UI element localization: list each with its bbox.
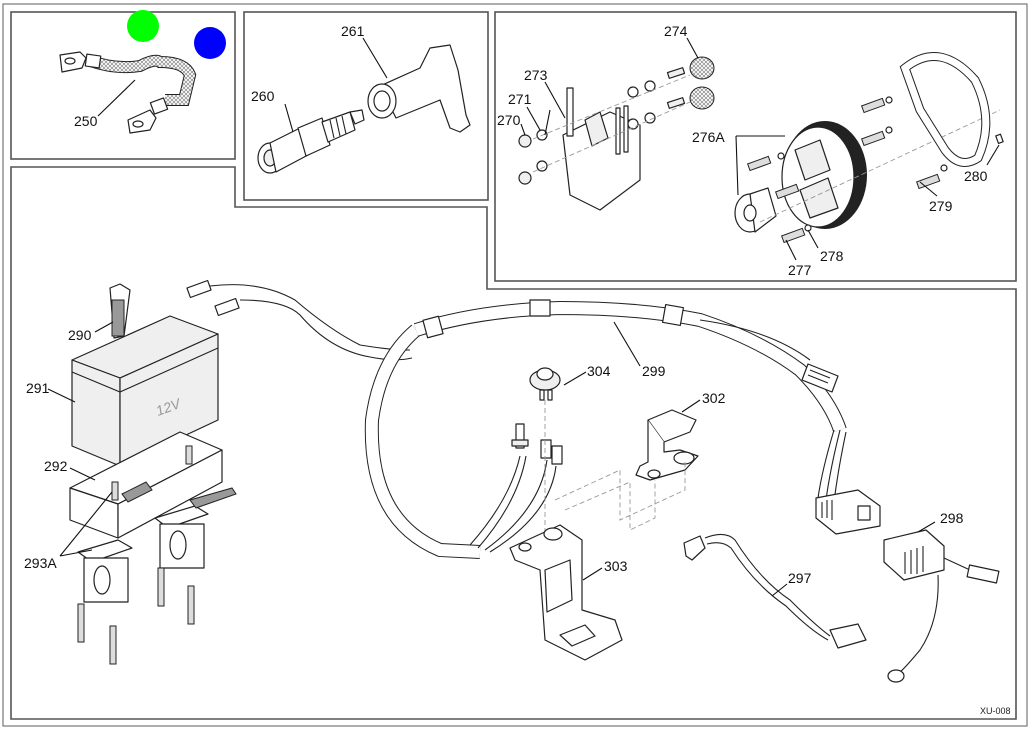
label-274: 274: [664, 23, 688, 39]
harness-main-run: [413, 300, 847, 433]
label-290: 290: [68, 327, 92, 343]
bracket-302: [635, 409, 699, 481]
leader-279: [919, 181, 938, 197]
leader-280: [986, 144, 1000, 166]
label-278: 278: [820, 248, 844, 264]
lead-297: [683, 533, 867, 649]
panel-ignition: [494, 11, 1017, 282]
drawing-code: XU-008: [980, 706, 1011, 716]
label-250: 250: [74, 113, 98, 129]
label-297: 297: [788, 570, 812, 586]
alignment-lines: [532, 74, 691, 173]
leader-271: [520, 123, 526, 136]
rubber-mounts-part: [666, 56, 715, 110]
leader-274: [686, 37, 699, 59]
label-276a: 276A: [692, 129, 725, 145]
flywheel-part: [734, 121, 867, 233]
leader-260: [284, 103, 294, 133]
alignment-line-flywheel: [759, 109, 1001, 223]
battery-terminals: [186, 279, 240, 317]
label-291: 291: [26, 380, 50, 396]
label-293a: 293A: [24, 555, 57, 571]
label-273: 273: [524, 67, 548, 83]
label-303: 303: [604, 558, 628, 574]
panel-battery-harness: [10, 166, 1017, 720]
battery-tray-292: [69, 431, 223, 539]
leader-302: [681, 399, 701, 413]
alignment-lines-brackets: [544, 400, 686, 540]
leader-291: [47, 388, 76, 403]
leader-278: [807, 229, 819, 249]
harness-sleeves: [422, 299, 685, 339]
blue-dot-marker: [194, 27, 226, 59]
battery-lead-lower: [239, 299, 413, 361]
label-260: 260: [251, 88, 275, 104]
label-298: 298: [940, 510, 964, 526]
label-304: 304: [587, 363, 611, 379]
bracket-303: [509, 524, 623, 661]
leader-292: [69, 467, 96, 481]
battery-291: [71, 283, 219, 467]
label-271: 271: [508, 91, 532, 107]
leader-304: [563, 371, 587, 386]
pressure-switch: [469, 423, 563, 553]
spark-plug-cap-part: [367, 44, 471, 133]
harness-connector: [801, 363, 839, 393]
connector-298a: [815, 489, 881, 535]
label-279: 279: [929, 198, 953, 214]
battery-lead-upper: [209, 284, 411, 351]
leader-290: [94, 321, 114, 333]
leader-276a: [735, 135, 785, 196]
label-292: 292: [44, 458, 68, 474]
ignition-module-part: [562, 87, 641, 211]
panel-spark-plug: [243, 11, 489, 201]
nuts-washers: [518, 80, 656, 185]
ground-strap-part: [59, 51, 197, 134]
outer-frame: [2, 3, 1028, 727]
label-280: 280: [964, 168, 988, 184]
green-dot-marker: [127, 10, 159, 42]
leader-270: [544, 109, 551, 136]
panel-ground-strap: [10, 11, 236, 160]
leader-271b: [526, 106, 541, 131]
harness-branch: [699, 319, 811, 361]
push-button-304: [529, 367, 561, 401]
label-277: 277: [788, 262, 812, 278]
leader-293a: [59, 491, 113, 557]
anderson-connector-298: [883, 529, 1000, 683]
leader-303: [582, 567, 603, 581]
spark-plug-part: [257, 109, 365, 174]
leader-297: [771, 583, 788, 597]
label-299: 299: [642, 363, 666, 379]
harness-leads-298: [817, 429, 847, 503]
leader-261: [362, 37, 388, 79]
label-302: 302: [702, 390, 726, 406]
leader-250: [97, 79, 136, 117]
clamps-293a: [77, 487, 237, 665]
leader-277: [785, 239, 797, 261]
label-261: 261: [341, 23, 365, 39]
label-270: 270: [497, 112, 521, 128]
ignition-bolts: [746, 96, 948, 244]
leader-299: [613, 321, 641, 367]
leader-298: [917, 521, 936, 533]
leader-273: [544, 81, 566, 119]
stator-ring-part: [899, 51, 1004, 167]
